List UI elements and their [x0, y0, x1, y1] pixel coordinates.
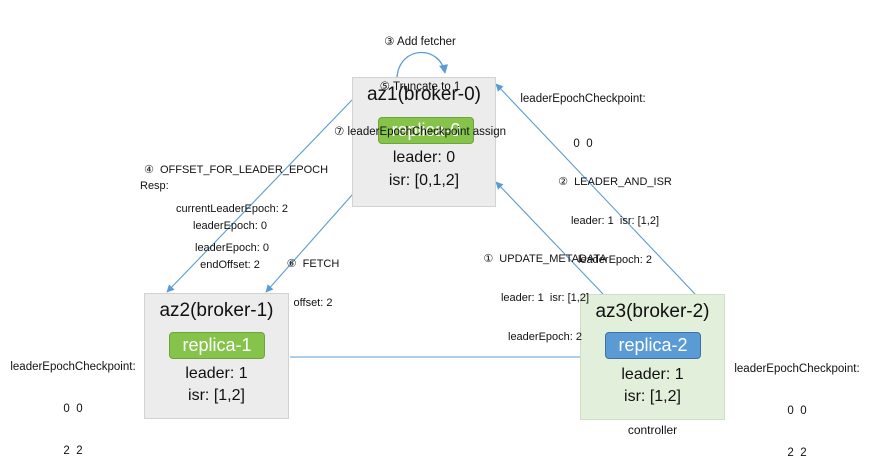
- response-line-1: leaderEpoch: 0: [193, 220, 267, 232]
- leader-text: leader: 0: [392, 149, 456, 166]
- checkpoint-entry: 0 0: [63, 403, 83, 415]
- offset-for-leader-epoch-arrow: [166, 99, 353, 293]
- leader-and-isr-arrow: [495, 83, 696, 295]
- checkpoint-title: leaderEpochCheckpoint:: [520, 93, 646, 105]
- broker-az1: az1(broker-0) replica-0 leader: 0 isr: […: [352, 77, 496, 207]
- checkpoint-title: leaderEpochCheckpoint:: [10, 361, 136, 373]
- self-loop-line-2: ⑤ Truncate to 1: [379, 81, 461, 93]
- checkpoint-az2-label: leaderEpochCheckpoint: 0 0 2 2: [5, 332, 141, 472]
- offset-for-leader-epoch-label: ④ OFFSET_FOR_LEADER_EPOCH currentLeaderE…: [144, 138, 329, 268]
- fetch-label: ⑥ FETCH offset: 2: [278, 232, 348, 323]
- fetch-line-2: offset: 2: [293, 297, 333, 309]
- update-metadata-line-1: ① UPDATE_METADATA: [483, 253, 607, 265]
- broker-title: az3(broker-2): [595, 301, 710, 322]
- leader-and-isr-line-3: leaderEpoch: 2: [578, 254, 652, 266]
- leader-and-isr-label: ② LEADER_AND_ISR leader: 1 isr: [1,2] le…: [555, 150, 675, 280]
- isr-text: isr: [0,1,2]: [388, 172, 460, 189]
- connector-arrows: [166, 51, 696, 358]
- request-line-3: leaderEpoch: 0: [195, 242, 269, 254]
- fetch-line-1: ⑥ FETCH: [286, 258, 340, 270]
- checkpoint-az1-label: leaderEpochCheckpoint: 0 0: [513, 62, 653, 167]
- fetch-arrow: [265, 194, 353, 293]
- update-metadata-label: ① UPDATE_METADATA leader: 1 isr: [1,2] l…: [482, 227, 608, 357]
- checkpoint-entry: 2 2: [787, 447, 807, 459]
- replica-badge: replica-2: [605, 332, 701, 359]
- isr-text: isr: [1,2]: [188, 387, 245, 404]
- self-loop-line-3: ⑦ leaderEpochCheckpoint assign: [333, 126, 507, 138]
- leader-text: leader: 1: [621, 366, 684, 383]
- leader-text: leader: 1: [185, 365, 248, 382]
- self-loop-label: ③ Add fetcher ⑤ Truncate to 1 ⑦ leaderEp…: [320, 5, 520, 155]
- controller-label: controller: [627, 423, 678, 437]
- broker-az3: az3(broker-2) replica-2 leader: 1 isr: […: [580, 294, 725, 420]
- self-loop-line-1: ③ Add fetcher: [384, 36, 456, 48]
- update-metadata-line-3: leaderEpoch: 2: [508, 331, 582, 343]
- checkpoint-entry: 0 0: [573, 138, 593, 150]
- broker-az2: az2(broker-1) replica-1 leader: 1 isr: […: [144, 293, 289, 419]
- self-loop-arrow: [396, 51, 449, 78]
- request-line-2: currentLeaderEpoch: 2: [176, 203, 288, 215]
- checkpoint-entry: 0 0: [787, 405, 807, 417]
- resp-title: Resp:: [140, 180, 169, 192]
- replica-badge: replica-1: [169, 332, 265, 359]
- offset-for-leader-epoch-response: leaderEpoch: 0 endOffset: 2: [180, 194, 280, 285]
- update-metadata-arrow: [495, 181, 604, 295]
- update-metadata-line-2: leader: 1 isr: [1,2]: [500, 292, 590, 304]
- leader-and-isr-line-2: leader: 1 isr: [1,2]: [570, 215, 660, 227]
- isr-text: isr: [1,2]: [624, 388, 681, 405]
- broker-title: az2(broker-1): [159, 300, 274, 321]
- checkpoint-title: leaderEpochCheckpoint:: [734, 363, 860, 375]
- replica-badge: replica-0: [378, 117, 474, 144]
- response-line-2: endOffset: 2: [200, 259, 260, 271]
- checkpoint-entry: 2 2: [63, 445, 83, 457]
- broker-title: az1(broker-0): [366, 84, 482, 105]
- leader-and-isr-line-1: ② LEADER_AND_ISR: [558, 176, 672, 188]
- request-line-1: ④ OFFSET_FOR_LEADER_EPOCH: [144, 164, 329, 176]
- checkpoint-az3-label: leaderEpochCheckpoint: 0 0 2 2: [728, 334, 866, 474]
